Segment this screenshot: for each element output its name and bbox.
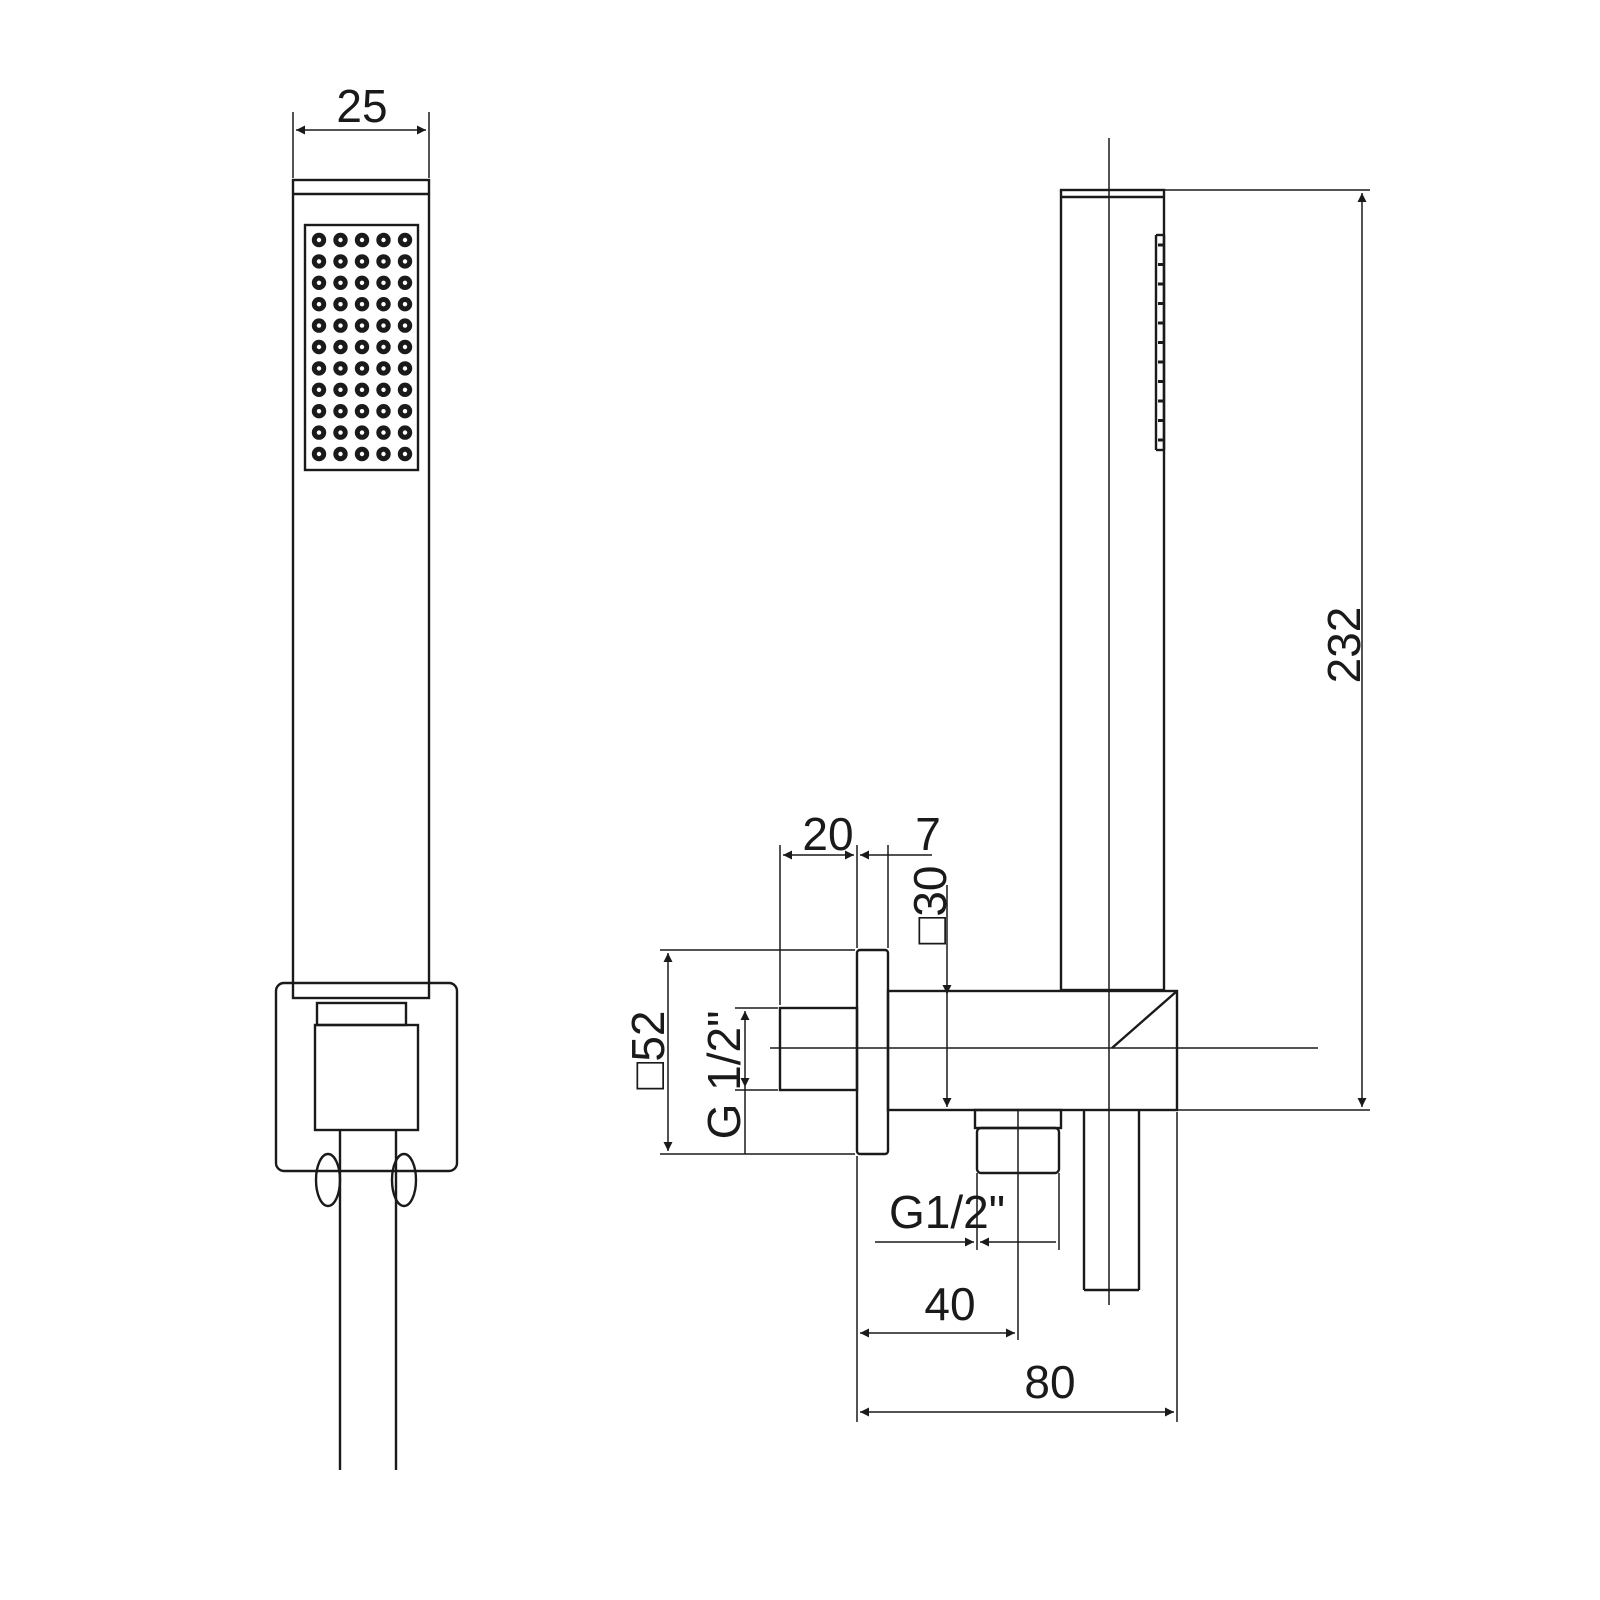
wall-bracket-plate bbox=[274, 981, 459, 1173]
wall-flange bbox=[855, 948, 890, 1156]
nozzle-hole bbox=[402, 387, 408, 392]
nozzle-hole bbox=[359, 409, 365, 414]
nozzle-hole bbox=[338, 302, 343, 307]
bracket-chamfer bbox=[1111, 990, 1178, 1049]
nozzle-hole bbox=[316, 430, 322, 435]
nozzle-hole bbox=[359, 323, 365, 328]
nozzle-hole bbox=[316, 409, 322, 414]
right-pivot bbox=[390, 1152, 418, 1208]
nozzle-hole bbox=[402, 409, 408, 414]
dim-inlet-thread: G 1/2" bbox=[698, 1011, 750, 1140]
nozzle-hole bbox=[402, 302, 408, 307]
nozzle-hole bbox=[381, 387, 386, 392]
side-nozzle-marks bbox=[1158, 243, 1163, 442]
nozzle-hole bbox=[402, 430, 408, 435]
hose-connector bbox=[313, 1023, 420, 1132]
nozzle-hole bbox=[359, 344, 365, 350]
dim-height-total: 232 bbox=[1318, 607, 1370, 684]
nozzle-hole bbox=[381, 409, 386, 414]
nozzle-hole bbox=[338, 366, 343, 371]
nozzle-hole bbox=[359, 366, 365, 371]
nozzle-hole bbox=[402, 451, 408, 457]
nozzle-hole bbox=[316, 323, 322, 328]
nozzle-hole bbox=[402, 259, 408, 264]
bracket-body bbox=[886, 989, 1179, 1112]
nozzle-grid bbox=[311, 232, 413, 462]
nozzle-hole bbox=[402, 344, 408, 350]
nozzle-hole bbox=[381, 430, 386, 435]
nozzle-hole bbox=[316, 451, 322, 457]
nozzle-hole bbox=[359, 430, 365, 435]
nozzle-hole bbox=[381, 302, 386, 307]
nozzle-hole bbox=[381, 259, 386, 264]
dim-body-square: □30 bbox=[904, 866, 956, 945]
nozzle-face bbox=[303, 223, 420, 472]
dim-flange-square: □52 bbox=[622, 1011, 674, 1090]
nozzle-hole bbox=[402, 237, 408, 243]
nozzle-hole bbox=[381, 366, 386, 371]
nozzle-hole bbox=[381, 323, 386, 328]
dim-flange-thickness: 7 bbox=[915, 808, 941, 860]
nozzle-hole bbox=[338, 259, 343, 264]
dim-projection: 80 bbox=[1024, 1356, 1075, 1408]
nozzle-hole bbox=[359, 237, 365, 243]
nozzle-hole bbox=[338, 387, 343, 392]
nozzle-hole bbox=[338, 430, 343, 435]
dim-flange-depth: 20 bbox=[802, 808, 853, 860]
nozzle-hole bbox=[381, 237, 386, 243]
nozzle-hole bbox=[359, 302, 365, 307]
nozzle-hole bbox=[402, 323, 408, 328]
dim-outlet-thread: G1/2" bbox=[889, 1186, 1005, 1238]
nozzle-hole bbox=[402, 366, 408, 371]
nozzle-hole bbox=[381, 344, 386, 350]
nozzle-hole bbox=[316, 237, 322, 243]
dim-outlet-offset: 40 bbox=[924, 1278, 975, 1330]
nozzle-hole bbox=[316, 366, 322, 371]
nozzle-hole bbox=[381, 451, 386, 457]
nozzle-hole bbox=[381, 280, 386, 285]
nozzle-hole bbox=[338, 237, 343, 243]
nozzle-hole bbox=[316, 387, 322, 392]
nozzle-hole bbox=[402, 280, 408, 285]
left-pivot bbox=[314, 1152, 342, 1208]
hand-shower-body-front bbox=[291, 178, 431, 1000]
side-view: 232 20 7 □30 □52 G 1/2" G1/2" bbox=[622, 138, 1370, 1422]
front-view: 25 bbox=[274, 80, 459, 1470]
inlet-pipe bbox=[778, 1006, 859, 1092]
nozzle-hole bbox=[359, 259, 365, 264]
nozzle-hole bbox=[338, 344, 343, 350]
nozzle-hole bbox=[338, 451, 343, 457]
nozzle-hole bbox=[316, 302, 322, 307]
nozzle-hole bbox=[316, 259, 322, 264]
nozzle-hole bbox=[359, 451, 365, 457]
nozzle-hole bbox=[359, 280, 365, 285]
nozzle-hole bbox=[316, 280, 322, 285]
nozzle-hole bbox=[338, 280, 343, 285]
hose-connector-collar bbox=[315, 1001, 408, 1027]
nozzle-hole bbox=[338, 323, 343, 328]
nozzle-hole bbox=[359, 387, 365, 392]
dim-width-front: 25 bbox=[336, 80, 387, 132]
nozzle-hole bbox=[316, 344, 322, 350]
nozzle-hole bbox=[338, 409, 343, 414]
hand-shower-body-side bbox=[1059, 188, 1166, 992]
